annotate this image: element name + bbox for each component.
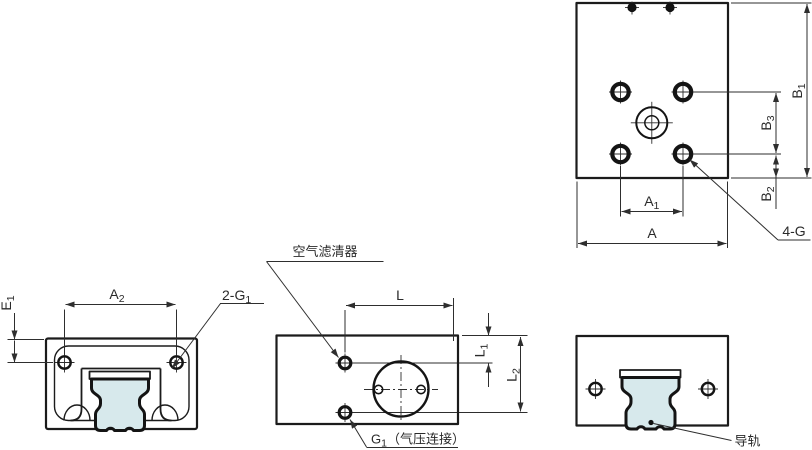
callout-label-g1-pneumatic: G1（气压连接） xyxy=(371,432,465,450)
mounting-hole-icon xyxy=(671,80,695,104)
mounting-hole-icon xyxy=(585,379,606,399)
rail-pocket-side xyxy=(159,368,172,422)
plate-outline xyxy=(575,1,730,180)
dim-a2: A2 xyxy=(64,286,177,356)
dim-a1: A1 xyxy=(621,193,682,215)
bore-icon xyxy=(364,355,438,423)
rail-profile xyxy=(90,377,150,432)
pneumatic-port-icon xyxy=(335,403,355,422)
rail-pocket-side xyxy=(70,368,83,422)
dim-b3: B3 xyxy=(758,93,779,153)
mounting-hole-icon xyxy=(671,142,695,166)
leader-dot xyxy=(648,419,654,426)
dim-b1: B1 xyxy=(789,4,810,177)
dim-label-l: L xyxy=(396,287,404,303)
dim-label-b2: B2 xyxy=(758,186,777,201)
mounting-hole-icon xyxy=(609,142,632,166)
center-bore-icon xyxy=(630,101,673,144)
air-filter-hole-icon xyxy=(335,353,355,373)
callout-guide-rail: 导轨 xyxy=(648,419,761,449)
dowel-pin-icon xyxy=(663,1,677,15)
callout-4-g: 4-G xyxy=(689,159,811,241)
small-port-icon xyxy=(373,384,384,395)
small-port-icon xyxy=(415,384,426,395)
top-view: B1 B3 B2 A1 A 4-G xyxy=(575,1,812,248)
dim-label-a1: A1 xyxy=(644,193,659,212)
return-channel-arc xyxy=(151,404,179,421)
dim-l: L xyxy=(344,287,454,353)
dim-l2: L2 xyxy=(504,337,524,412)
callout-2-g1: 2-G1 xyxy=(171,287,264,369)
mounting-hole-icon xyxy=(609,80,632,104)
callout-g1-pneumatic: G1（气压连接） xyxy=(349,419,465,450)
dim-label-e1: E1 xyxy=(0,295,17,310)
rail-profile xyxy=(620,376,681,431)
dim-label-a: A xyxy=(647,225,657,241)
dim-a: A xyxy=(578,225,727,247)
dim-label-b1: B1 xyxy=(789,83,808,98)
dim-label-a2: A2 xyxy=(109,286,124,305)
dowel-pin-icon xyxy=(625,1,639,15)
callout-label-guide-rail: 导轨 xyxy=(735,434,761,449)
callout-label-4-g: 4-G xyxy=(782,223,805,239)
rail-cross-section xyxy=(88,370,151,432)
dim-b2: B2 xyxy=(758,155,779,209)
callout-label-air-filter: 空气滤清器 xyxy=(292,244,357,259)
return-channel-arc xyxy=(63,404,91,421)
rail-cross-section xyxy=(619,369,682,431)
dim-e1: E1 xyxy=(0,295,53,363)
dim-label-l2: L2 xyxy=(504,368,523,382)
front-view: A2 E1 2-G1 xyxy=(0,286,264,432)
port-hole-icon xyxy=(54,352,75,373)
dim-label-l1: L1 xyxy=(472,344,491,358)
body-outline xyxy=(275,334,460,426)
dim-label-b3: B3 xyxy=(758,115,777,130)
end-view: 导轨 xyxy=(575,334,761,449)
callout-label-2-g1: 2-G1 xyxy=(222,287,251,306)
mounting-hole-icon xyxy=(698,379,718,399)
side-view: L L1 L2 空气滤清器 G1（气压连接） xyxy=(266,244,528,450)
callout-air-filter: 空气滤清器 xyxy=(266,244,384,358)
dim-l1: L1 xyxy=(462,313,528,387)
